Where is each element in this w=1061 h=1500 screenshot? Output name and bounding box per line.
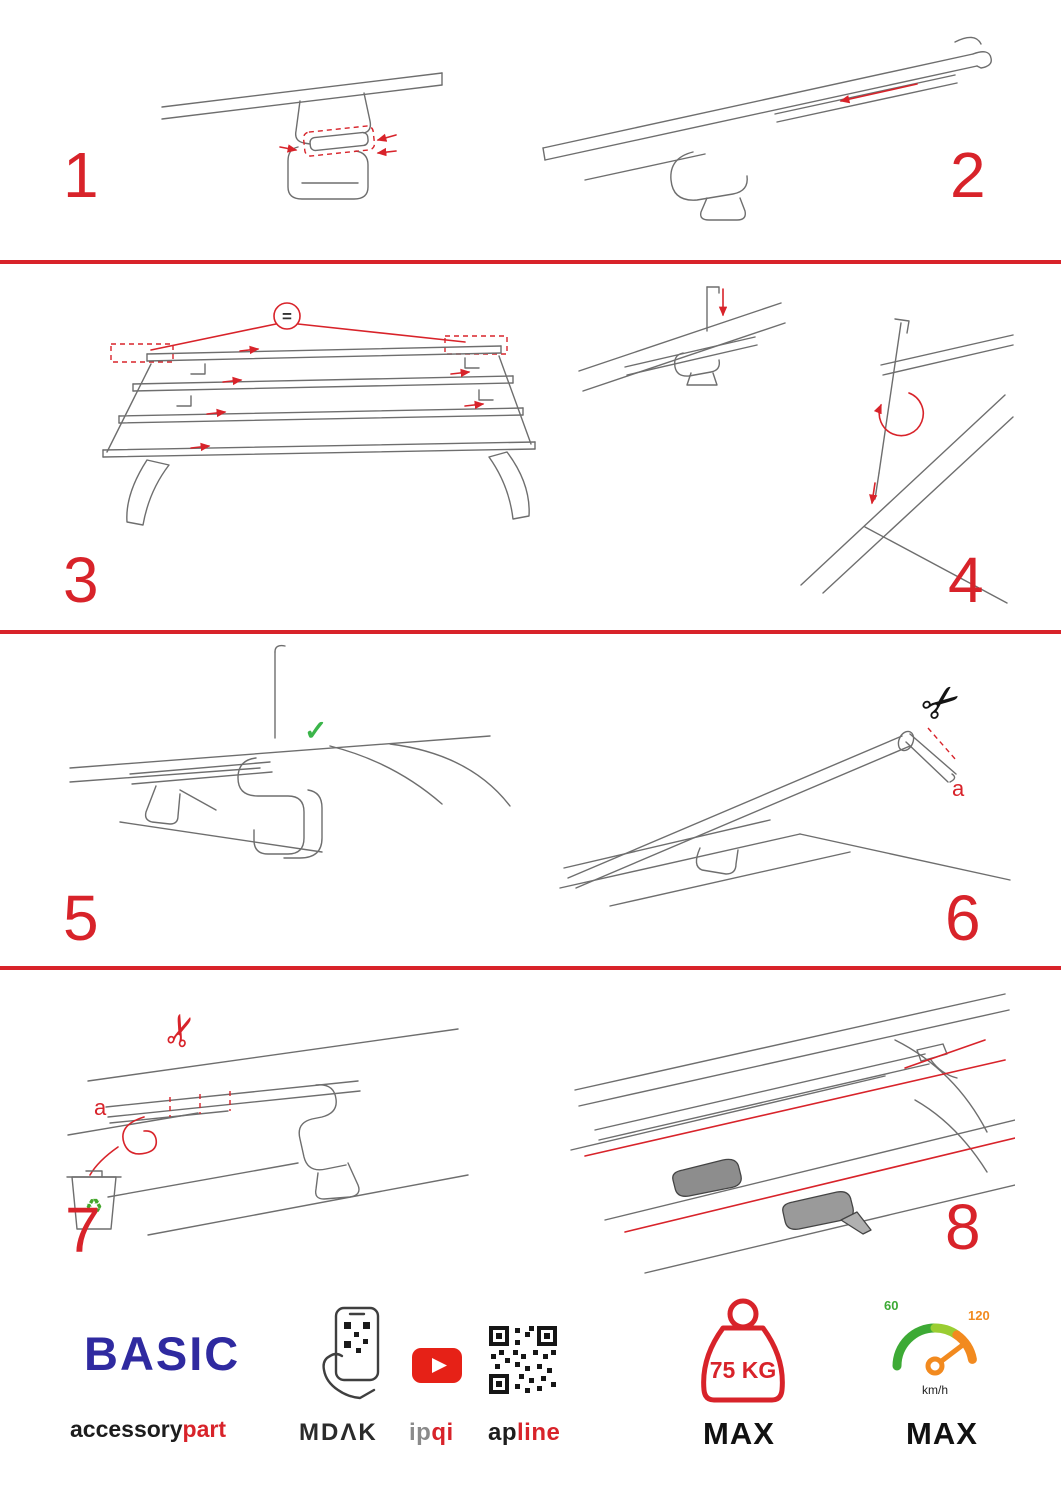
scissors-icon: ✂ bbox=[910, 672, 972, 735]
speed-max-label: MAX bbox=[906, 1416, 978, 1451]
pad-highlight bbox=[302, 125, 376, 157]
tensioner-buckles bbox=[672, 1158, 872, 1235]
speedometer-icon: 60 120 km/h bbox=[876, 1294, 994, 1410]
section-divider-1 bbox=[0, 260, 1061, 264]
apline-line: line bbox=[517, 1419, 561, 1446]
clamp-check-drawing bbox=[69, 644, 511, 859]
brand-basic: BASIC bbox=[84, 1327, 241, 1380]
step-2-illustration bbox=[525, 20, 1005, 230]
strap-tension-drawing bbox=[570, 993, 1015, 1274]
step-number-6: 6 bbox=[945, 882, 981, 954]
recycle-icon: ♻ bbox=[85, 1196, 103, 1218]
step-number-8: 8 bbox=[945, 1191, 981, 1263]
step-4-illustration bbox=[565, 275, 1015, 605]
cut-line bbox=[927, 727, 957, 761]
partner-ipqi: ipqi bbox=[409, 1419, 454, 1447]
offcut-curl bbox=[89, 1116, 158, 1176]
step-1-illustration bbox=[150, 55, 450, 245]
step-3-illustration: = bbox=[55, 280, 545, 535]
wordmark-part: part bbox=[182, 1416, 226, 1442]
adjust-arrows bbox=[190, 345, 485, 452]
step-number-4: 4 bbox=[948, 544, 984, 616]
cut-ticks bbox=[169, 1091, 231, 1117]
step-number-2: 2 bbox=[950, 139, 986, 211]
phone-qr-modules bbox=[344, 1322, 370, 1353]
crossbars-drawing bbox=[102, 345, 536, 526]
step-number-7: 7 bbox=[65, 1194, 101, 1266]
equal-spacing-lines bbox=[150, 302, 466, 351]
section-divider-2 bbox=[0, 630, 1061, 634]
step-6-label-a: a bbox=[952, 776, 965, 801]
strip-cut-drawing bbox=[559, 730, 1011, 907]
speed-tick-120: 120 bbox=[968, 1308, 990, 1323]
weight-limit-text: 75 KG bbox=[710, 1357, 776, 1383]
ipqi-qi: qi bbox=[431, 1419, 454, 1446]
kettlebell-outline bbox=[701, 1298, 785, 1403]
slide-arrow bbox=[839, 83, 918, 104]
partner-mdak: MDΛK bbox=[299, 1419, 378, 1446]
phone-outline bbox=[334, 1306, 380, 1382]
speedometer-needle bbox=[925, 1341, 967, 1376]
qr-modules bbox=[489, 1326, 557, 1394]
red-scissors-icon: ✂ bbox=[153, 1006, 209, 1054]
step-number-1: 1 bbox=[63, 139, 99, 211]
hex-key-drawing bbox=[578, 286, 1014, 604]
step-8-illustration bbox=[565, 980, 1015, 1275]
qr-code-icon bbox=[489, 1326, 557, 1394]
check-mark: ✓ bbox=[304, 715, 327, 746]
section-divider-3 bbox=[0, 966, 1061, 970]
step-6-illustration: ✂ a bbox=[550, 672, 1015, 912]
step-number-3: 3 bbox=[63, 544, 99, 616]
speed-tick-60: 60 bbox=[884, 1298, 898, 1313]
tighten-arrows bbox=[718, 288, 925, 505]
trim-discard-drawing bbox=[67, 1028, 469, 1236]
speedometer-dial bbox=[892, 1323, 977, 1371]
step-number-5: 5 bbox=[63, 882, 99, 954]
step-7-illustration: ✂ ♻ a bbox=[48, 985, 478, 1250]
trash-bin-icon bbox=[66, 1170, 122, 1230]
step-5-illustration: ✓ bbox=[60, 640, 520, 905]
ipqi-ip: ip bbox=[409, 1419, 432, 1446]
equal-spacing-label: = bbox=[282, 307, 292, 326]
wordmark-accessorypart: accessorypart bbox=[70, 1416, 226, 1443]
insert-arrows bbox=[279, 133, 397, 157]
max-weight-icon: 75 KG bbox=[676, 1296, 810, 1408]
speed-unit-label: km/h bbox=[922, 1383, 948, 1397]
weight-max-label: MAX bbox=[703, 1416, 775, 1451]
step-7-label-a: a bbox=[94, 1095, 107, 1120]
rail-and-clamp-drawing bbox=[161, 72, 443, 200]
bar-slide-drawing bbox=[542, 36, 992, 221]
apline-ap: ap bbox=[488, 1419, 518, 1446]
wordmark-accessory: accessory bbox=[70, 1416, 183, 1442]
youtube-icon bbox=[412, 1348, 462, 1383]
strap-lines bbox=[584, 1039, 1015, 1233]
phone-qr-icon bbox=[318, 1306, 392, 1402]
partner-apline: apline bbox=[488, 1419, 560, 1447]
hand-outline bbox=[322, 1352, 376, 1400]
